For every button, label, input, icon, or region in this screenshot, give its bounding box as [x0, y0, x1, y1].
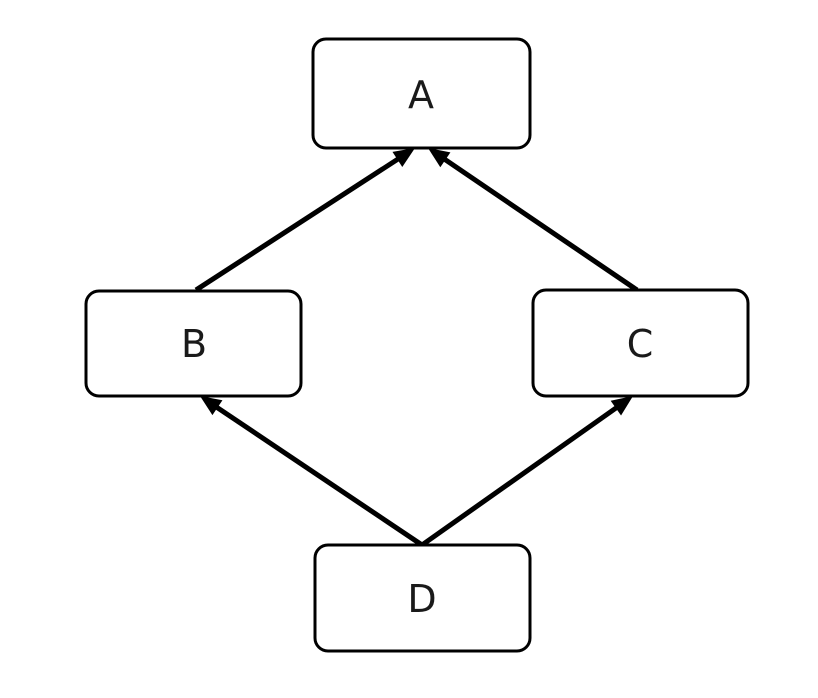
arrowhead-D-B	[200, 396, 223, 416]
edge-D-C	[420, 396, 633, 548]
nodes-group: A B C D	[84, 37, 750, 653]
node-label-D: D	[407, 577, 436, 621]
node-D[interactable]: D	[313, 543, 532, 653]
edge-line-D-C	[420, 404, 620, 548]
node-box-B[interactable]	[84, 289, 303, 398]
edge-B-A	[194, 148, 415, 293]
edge-line-C-A	[441, 156, 639, 293]
node-label-C: C	[627, 322, 654, 366]
node-A[interactable]: A	[311, 37, 532, 150]
arrowhead-D-C	[610, 396, 633, 416]
edge-D-B	[200, 396, 424, 548]
edge-line-B-A	[194, 155, 402, 293]
node-box-C[interactable]	[531, 288, 750, 398]
edges-group	[194, 148, 639, 548]
node-box-A[interactable]	[311, 37, 532, 150]
edge-C-A	[428, 148, 639, 293]
edge-line-D-B	[213, 403, 424, 548]
arrowhead-C-A	[428, 148, 451, 168]
node-box-D[interactable]	[313, 543, 532, 653]
node-label-A: A	[408, 73, 434, 117]
node-C[interactable]: C	[531, 288, 750, 398]
node-label-B: B	[181, 322, 207, 366]
arrowhead-B-A	[392, 148, 415, 167]
node-B[interactable]: B	[84, 289, 303, 398]
